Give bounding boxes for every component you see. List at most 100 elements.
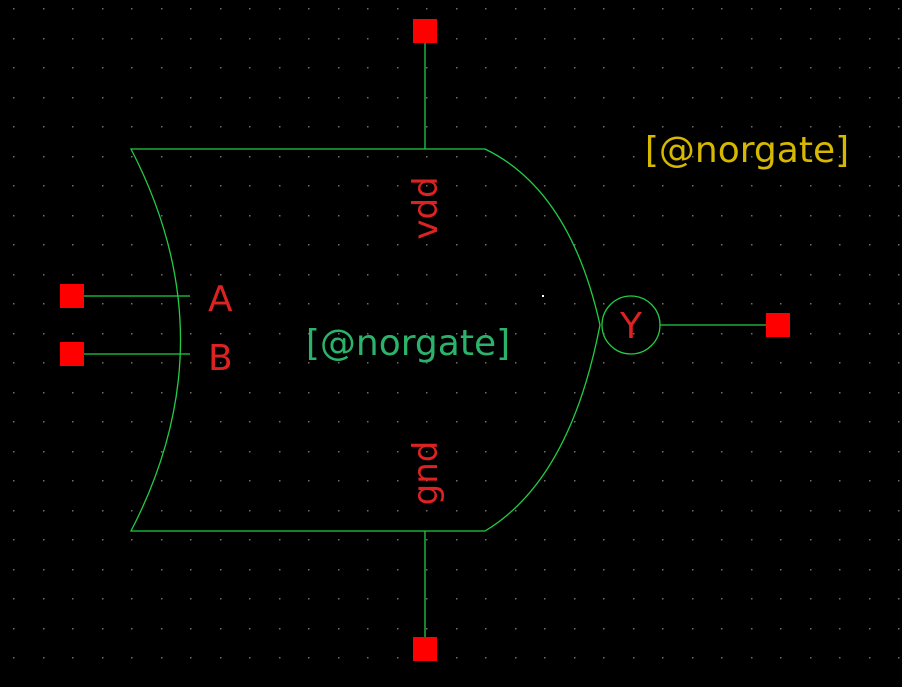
grid-dot: [220, 185, 222, 187]
grid-dot: [220, 421, 222, 423]
grid-dot: [308, 392, 310, 394]
grid-dot: [367, 362, 369, 364]
grid-dot: [869, 539, 871, 541]
grid-dot: [161, 126, 163, 128]
grid-dot: [869, 598, 871, 600]
grid-dot: [220, 657, 222, 659]
pin-terminal-y[interactable]: [766, 313, 790, 337]
grid-dot: [633, 185, 635, 187]
pin-terminal-vdd[interactable]: [413, 19, 437, 43]
grid-dot: [279, 215, 281, 217]
grid-dot: [131, 362, 133, 364]
grid-dot: [72, 274, 74, 276]
grid-dot: [279, 569, 281, 571]
grid-dot: [397, 274, 399, 276]
grid-dot: [456, 156, 458, 158]
grid-dot: [456, 38, 458, 40]
grid-dot: [249, 244, 251, 246]
pin-label-vdd: vdd: [406, 176, 446, 239]
grid-dot: [662, 126, 664, 128]
grid-dot: [485, 539, 487, 541]
grid-dot: [456, 628, 458, 630]
grid-dot: [515, 8, 517, 10]
grid-dot: [161, 67, 163, 69]
grid-dot: [603, 156, 605, 158]
grid-dot: [220, 97, 222, 99]
grid-dot: [338, 244, 340, 246]
grid-dot: [662, 539, 664, 541]
grid-dot: [279, 628, 281, 630]
grid-dot: [692, 598, 694, 600]
grid-dot: [426, 8, 428, 10]
grid-dot: [279, 539, 281, 541]
grid-dot: [249, 451, 251, 453]
grid-dot: [751, 38, 753, 40]
grid-dot: [426, 569, 428, 571]
grid-dot: [72, 480, 74, 482]
grid-dot: [367, 67, 369, 69]
grid-dot: [131, 8, 133, 10]
grid-dot: [426, 510, 428, 512]
grid-dot: [780, 303, 782, 305]
grid-dot: [43, 539, 45, 541]
grid-dot: [43, 215, 45, 217]
grid-dot: [662, 333, 664, 335]
grid-dot: [72, 569, 74, 571]
grid-dot: [721, 657, 723, 659]
grid-dot: [780, 185, 782, 187]
grid-dot: [43, 38, 45, 40]
grid-dot: [574, 185, 576, 187]
grid-dot: [426, 480, 428, 482]
grid-dot: [220, 628, 222, 630]
grid-dot: [43, 362, 45, 364]
grid-dot: [220, 510, 222, 512]
pin-terminal-b[interactable]: [60, 342, 84, 366]
grid-dot: [338, 628, 340, 630]
grid-dot: [279, 392, 281, 394]
grid-dot: [249, 392, 251, 394]
grid-dot: [13, 215, 15, 217]
grid-dot: [308, 480, 310, 482]
grid-dot: [43, 480, 45, 482]
grid-dot: [810, 333, 812, 335]
grid-dot: [810, 156, 812, 158]
grid-dot: [810, 598, 812, 600]
grid-dot: [190, 97, 192, 99]
grid-dot: [574, 67, 576, 69]
grid-dot: [633, 126, 635, 128]
grid-dot: [515, 451, 517, 453]
grid-dot: [780, 569, 782, 571]
grid-dot: [780, 215, 782, 217]
grid-dot: [397, 244, 399, 246]
grid-dot: [161, 362, 163, 364]
grid-dot: [456, 215, 458, 217]
grid-dot: [13, 598, 15, 600]
grid-dot: [13, 510, 15, 512]
grid-dot: [662, 510, 664, 512]
grid-dot: [190, 657, 192, 659]
grid-dot: [544, 126, 546, 128]
pin-terminal-a[interactable]: [60, 284, 84, 308]
grid-dot: [131, 598, 133, 600]
grid-dot: [308, 215, 310, 217]
grid-dot: [338, 539, 340, 541]
grid-dot: [190, 598, 192, 600]
grid-dot: [869, 362, 871, 364]
grid-dot: [721, 244, 723, 246]
grid-dot: [721, 451, 723, 453]
grid-dot: [869, 244, 871, 246]
grid-dot: [662, 392, 664, 394]
grid-dot: [220, 569, 222, 571]
grid-dot: [43, 569, 45, 571]
grid-dot: [367, 38, 369, 40]
grid-dot: [13, 480, 15, 482]
grid-dot: [633, 362, 635, 364]
grid-dot: [751, 274, 753, 276]
grid-dot: [839, 215, 841, 217]
grid-dot: [574, 244, 576, 246]
grid-dot: [367, 97, 369, 99]
grid-dot: [839, 303, 841, 305]
pin-terminal-gnd[interactable]: [413, 637, 437, 661]
grid-dot: [249, 8, 251, 10]
